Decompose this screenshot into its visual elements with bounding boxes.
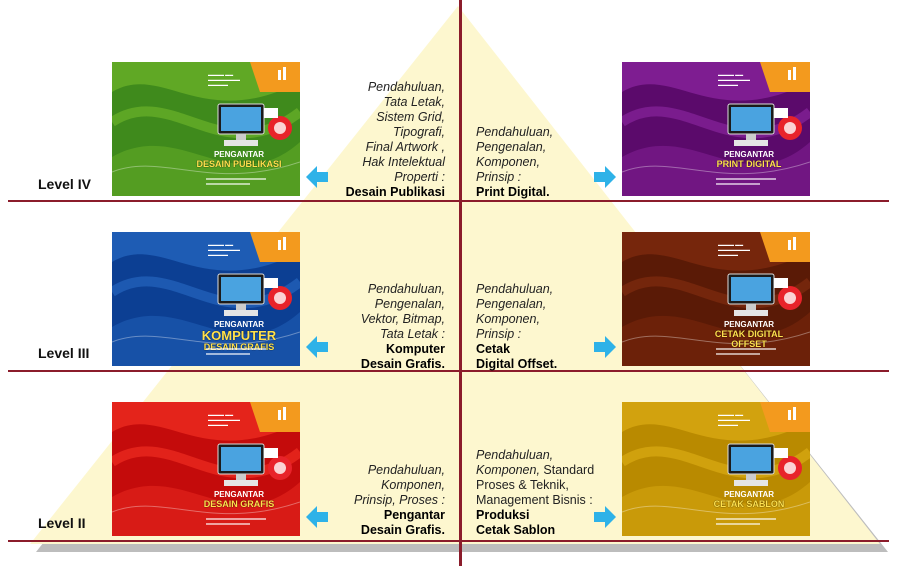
cover-title-prefix: PENGANTAR	[723, 320, 775, 329]
desc-print-digital: Pendahuluan, Pengenalan, Komponen, Prins…	[476, 125, 626, 200]
cover-title: PENGANTAR CETAK SABLON	[692, 490, 806, 509]
publisher-logo-icon	[250, 402, 300, 432]
cover-fine-print	[206, 348, 266, 350]
computer-illustration-icon	[727, 273, 802, 316]
cover-header-text: ▬▬▬▬ ▬▬▬▬▬▬▬▬▬▬▬▬▬▬▬	[208, 72, 240, 87]
cover-title: PENGANTAR KOMPUTER DESAIN GRAFIS	[182, 320, 296, 352]
cover-title-prefix: PENGANTAR	[213, 150, 265, 159]
cover-fine-print	[716, 348, 776, 350]
arrow-left-icon	[306, 506, 328, 528]
desc-topics: Pendahuluan, Pengenalan, Vektor, Bitmap,…	[360, 282, 445, 341]
cover-fine-print	[206, 183, 250, 185]
desc-topics: Pendahuluan, Komponen, Prinsip, Proses :	[353, 463, 445, 507]
desc-course-title: Print Digital.	[476, 185, 550, 199]
cover-header-text: ▬▬▬▬ ▬▬▬▬▬▬▬▬▬▬▬▬▬▬▬	[718, 72, 750, 87]
arrow-right-icon	[594, 166, 616, 188]
cover-title-main: DESAIN PUBLIKASI	[196, 159, 282, 169]
cover-title: PENGANTAR CETAK DIGITAL OFFSET	[692, 320, 806, 349]
desc-topics: Pendahuluan, Komponen,	[476, 448, 553, 477]
cover-fine-print	[716, 523, 760, 525]
publisher-logo-icon	[250, 232, 300, 262]
cover-fine-print	[206, 353, 250, 355]
cover-fine-print	[716, 178, 776, 180]
arrow-left-icon	[306, 166, 328, 188]
cover-header-text: ▬▬▬▬ ▬▬▬▬▬▬▬▬▬▬▬▬▬▬▬	[208, 242, 240, 257]
divider-level-4	[8, 200, 889, 202]
cover-title-prefix: PENGANTAR	[723, 150, 775, 159]
desc-produksi-cetak-sablon: Pendahuluan, Komponen, Standard Proses &…	[476, 448, 626, 538]
cover-title-prefix: PENGANTAR	[723, 490, 775, 499]
computer-illustration-icon	[727, 103, 802, 146]
computer-illustration-icon	[217, 273, 292, 316]
level-label-4: Level IV	[38, 176, 91, 192]
computer-illustration-icon	[217, 103, 292, 146]
desc-course-title: Produksi Cetak Sablon	[476, 508, 556, 537]
cover-fine-print	[206, 523, 250, 525]
cover-title-second: OFFSET	[731, 339, 767, 349]
desc-topics: Pendahuluan, Pengenalan, Komponen, Prins…	[476, 282, 554, 341]
book-cover-print-digital: ▬▬▬▬ ▬▬▬▬▬▬▬▬▬▬▬▬▬▬▬ PENGANTAR PRINT DIG…	[622, 62, 810, 196]
arrow-left-icon	[306, 336, 328, 358]
publisher-logo-icon	[760, 402, 810, 432]
desc-topics: Pendahuluan, Tata Letak, Sistem Grid, Ti…	[362, 80, 445, 184]
cover-title-main: DESAIN GRAFIS	[203, 499, 275, 509]
cover-wave-art	[622, 62, 810, 196]
cover-fine-print	[716, 518, 776, 520]
cover-title: PENGANTAR DESAIN PUBLIKASI	[182, 150, 296, 169]
book-cover-komputer-desain-grafis: ▬▬▬▬ ▬▬▬▬▬▬▬▬▬▬▬▬▬▬▬ PENGANTAR KOMPUTER …	[112, 232, 300, 366]
book-cover-cetak-digital-offset: ▬▬▬▬ ▬▬▬▬▬▬▬▬▬▬▬▬▬▬▬ PENGANTAR CETAK DIG…	[622, 232, 810, 366]
arrow-right-icon	[594, 336, 616, 358]
publisher-logo-icon	[760, 62, 810, 92]
cover-title-main: KOMPUTER	[201, 328, 277, 343]
desc-course-title: Pengantar Desain Grafis.	[360, 508, 445, 537]
cover-title-prefix: PENGANTAR	[213, 490, 265, 499]
cover-header-text: ▬▬▬▬ ▬▬▬▬▬▬▬▬▬▬▬▬▬▬▬	[718, 412, 750, 427]
desc-topics-italic: Pendahuluan, Komponen,	[476, 448, 554, 477]
cover-title: PENGANTAR PRINT DIGITAL	[692, 150, 806, 169]
book-cover-cetak-sablon: ▬▬▬▬ ▬▬▬▬▬▬▬▬▬▬▬▬▬▬▬ PENGANTAR CETAK SAB…	[622, 402, 810, 536]
publisher-logo-icon	[250, 62, 300, 92]
arrow-right-icon	[594, 506, 616, 528]
center-divider	[459, 0, 462, 566]
computer-illustration-icon	[727, 443, 802, 486]
cover-title: PENGANTAR DESAIN GRAFIS	[182, 490, 296, 509]
cover-title-main: PRINT DIGITAL	[716, 159, 782, 169]
book-cover-desain-publikasi: ▬▬▬▬ ▬▬▬▬▬▬▬▬▬▬▬▬▬▬▬ PENGANTAR DESAIN PU…	[112, 62, 300, 196]
desc-course-title: Komputer Desain Grafis.	[360, 342, 445, 371]
divider-level-3	[8, 370, 889, 372]
cover-title-prefix: PENGANTAR	[213, 320, 265, 329]
divider-level-2	[8, 540, 889, 542]
cover-title-main: CETAK SABLON	[713, 499, 785, 509]
cover-fine-print	[206, 518, 266, 520]
level-label-3: Level III	[38, 345, 90, 361]
desc-pengantar-desain-grafis: Pendahuluan, Komponen, Prinsip, Proses :…	[305, 463, 445, 538]
level-label-2: Level II	[38, 515, 86, 531]
publisher-logo-icon	[760, 232, 810, 262]
desc-topics-normal: Standard Proses & Teknik, Management Bis…	[476, 463, 595, 507]
cover-fine-print	[716, 353, 760, 355]
desc-cetak-digital-offset: Pendahuluan, Pengenalan, Komponen, Prins…	[476, 282, 626, 372]
cover-fine-print	[206, 178, 266, 180]
cover-header-text: ▬▬▬▬ ▬▬▬▬▬▬▬▬▬▬▬▬▬▬▬	[208, 412, 240, 427]
cover-title-main: CETAK DIGITAL	[714, 329, 784, 339]
desc-topics: Pendahuluan, Pengenalan, Komponen, Prins…	[476, 125, 554, 184]
cover-fine-print	[716, 183, 760, 185]
computer-illustration-icon	[217, 443, 292, 486]
desc-course-title: Cetak Digital Offset.	[476, 342, 558, 371]
cover-header-text: ▬▬▬▬ ▬▬▬▬▬▬▬▬▬▬▬▬▬▬▬	[718, 242, 750, 257]
desc-desain-publikasi: Pendahuluan, Tata Letak, Sistem Grid, Ti…	[305, 80, 445, 200]
desc-course-title: Desain Publikasi	[345, 185, 445, 199]
cover-title-second: DESAIN GRAFIS	[203, 342, 275, 352]
desc-komputer-desain-grafis: Pendahuluan, Pengenalan, Vektor, Bitmap,…	[305, 282, 445, 372]
book-cover-desain-grafis: ▬▬▬▬ ▬▬▬▬▬▬▬▬▬▬▬▬▬▬▬ PENGANTAR DESAIN GR…	[112, 402, 300, 536]
